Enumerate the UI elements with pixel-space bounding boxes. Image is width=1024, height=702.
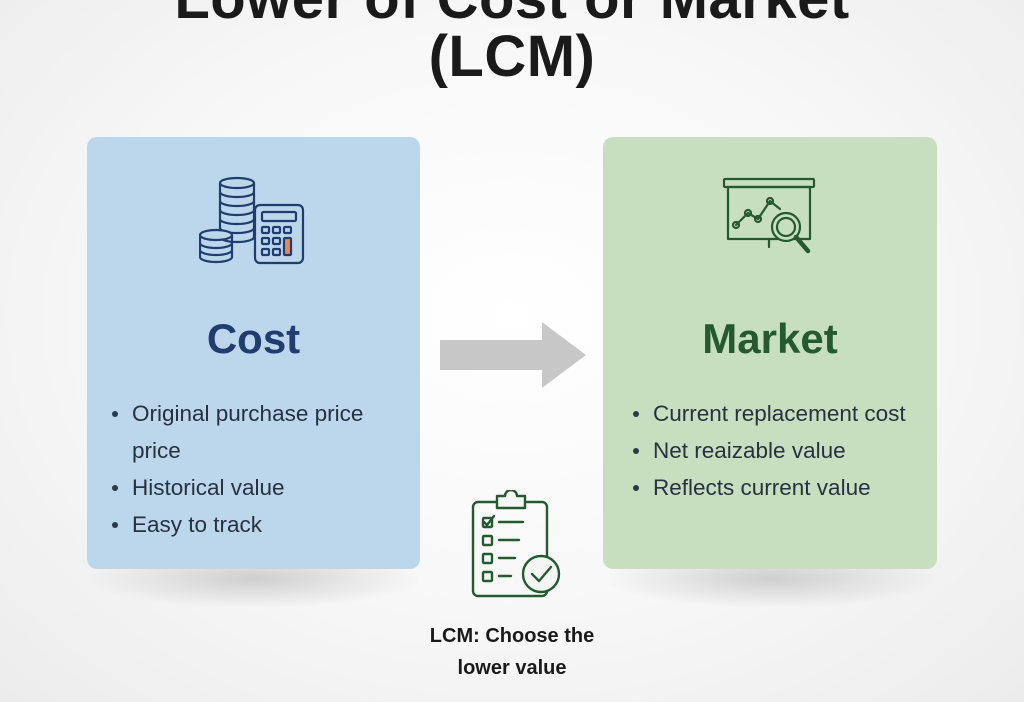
lcm-caption-continued: lower value — [457, 657, 567, 679]
clipboard-checklist-icon — [467, 488, 567, 605]
market-bullet: Reflects current value — [630, 469, 925, 506]
cost-bullet: Historical value — [109, 469, 409, 506]
market-bullet: Current replacement cost — [630, 395, 925, 432]
right-arrow-icon — [440, 322, 586, 393]
market-card: Market Current replacement cost Net reai… — [603, 137, 937, 569]
market-bullet-list: Current replacement cost Net reaizable v… — [630, 395, 925, 506]
cost-card: Cost Original purchase price price Histo… — [87, 137, 420, 569]
cost-bullet: Easy to track — [109, 506, 409, 543]
page-title: Lower of Cost or Market — [0, 0, 1024, 28]
market-heading: Market — [702, 315, 838, 362]
chart-magnifier-icon — [603, 175, 937, 267]
cost-bullet-list: Original purchase price price Historical… — [109, 395, 409, 543]
page-title-acronym: (LCM) — [428, 24, 596, 89]
coins-and-calculator-icon — [87, 175, 420, 267]
market-bullet: Net reaizable value — [630, 432, 925, 469]
lcm-caption: LCM: Choose the — [429, 625, 595, 647]
cost-bullet: Original purchase price price — [109, 395, 409, 469]
cost-heading: Cost — [206, 315, 301, 362]
